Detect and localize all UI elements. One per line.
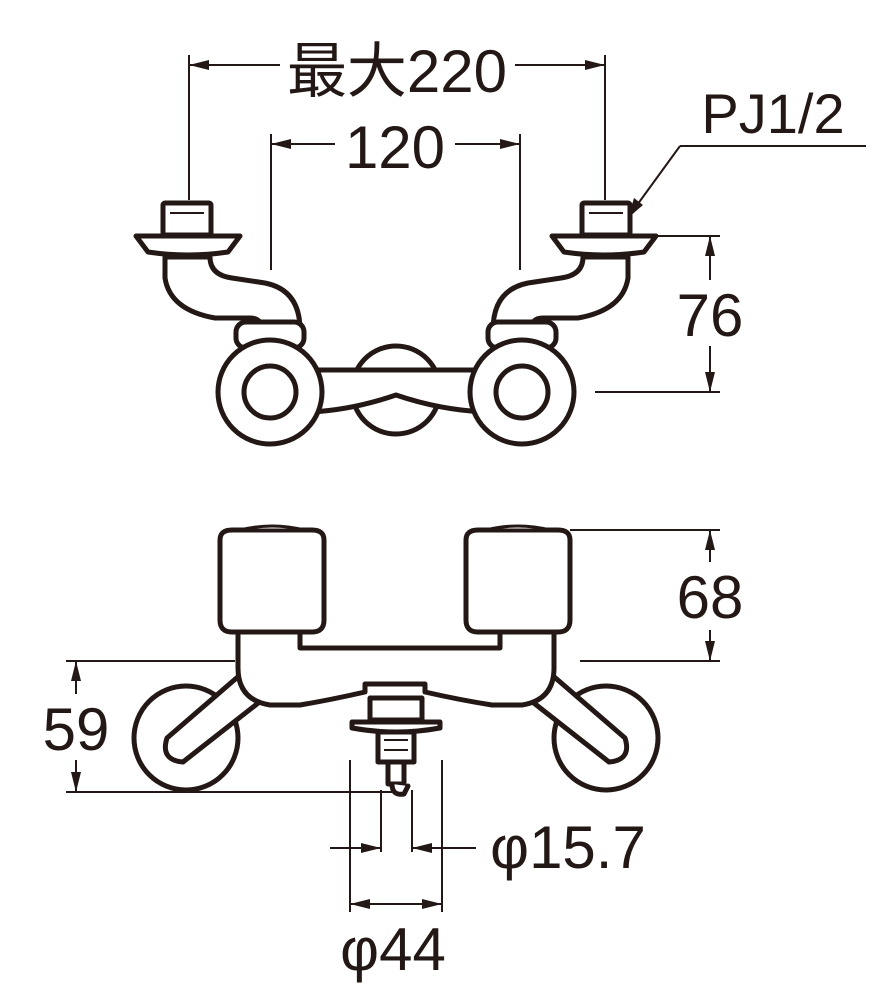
right-wall-fitting [490, 200, 659, 333]
diameter-inner-label: φ15.7 [490, 814, 646, 881]
right-handle [463, 524, 573, 635]
height-body-label: 59 [43, 696, 110, 763]
left-valve-body [215, 337, 325, 447]
diameter-inner-dimension: φ15.7 [330, 814, 646, 881]
diameter-outer-label: φ44 [340, 916, 446, 983]
max-spacing-dimension: 最大220 [189, 38, 605, 105]
spacing-label: 120 [345, 114, 445, 181]
max-spacing-label: 最大220 [287, 38, 507, 105]
spacing-dimension: 120 [271, 114, 520, 181]
diameter-outer-dimension: φ44 [340, 899, 446, 983]
left-wall-fitting [133, 200, 303, 333]
height-handle-label: 68 [677, 564, 744, 631]
spout-fitting [349, 695, 443, 797]
left-handle [217, 524, 327, 635]
faucet-body [235, 627, 557, 708]
right-valve-body [467, 337, 577, 447]
front-view: 68 59 [43, 524, 744, 983]
height-top-label: 76 [677, 282, 744, 349]
height-handle-dimension: 68 [677, 530, 744, 661]
thread-label: PJ1/2 [701, 82, 844, 145]
thread-leader: PJ1/2 [628, 82, 866, 218]
height-body-dimension: 59 [43, 661, 110, 792]
height-top-dimension: 76 [677, 236, 744, 392]
left-elbow [131, 672, 265, 793]
top-view: 最大220 120 PJ1/2 76 [133, 38, 866, 447]
right-elbow [527, 672, 661, 793]
